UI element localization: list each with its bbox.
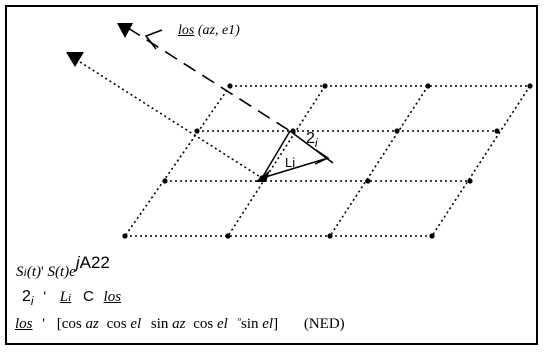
grid-col-2 [227, 85, 326, 237]
eq1-exp-2: 2 [90, 253, 101, 272]
delta-i-number: 2 [306, 130, 315, 147]
los-dashed-line [127, 27, 291, 132]
target-triangle-upper [117, 23, 133, 38]
eq2-l: Li [60, 289, 71, 305]
eq2-op: C [82, 288, 94, 305]
los-label-word: los [178, 23, 195, 38]
eq2-lhs: 2 [22, 288, 31, 305]
grid-col-3 [329, 85, 429, 237]
los-label-args: (az, e1) [194, 23, 240, 38]
eq2-los: los [103, 289, 122, 305]
eq3-body-3: sin [150, 316, 169, 332]
eq1-lhs-arg: (t) [26, 264, 42, 280]
equation-signal-model: Si(t)' S(t)ejA22 [16, 254, 110, 280]
grid-node [227, 83, 233, 89]
eq2-lhs-sub: i [30, 294, 34, 308]
grid-node [322, 83, 328, 89]
grid-node [225, 233, 231, 239]
grid-node [365, 178, 371, 184]
eq1-sep: ' [41, 264, 44, 280]
eq1-exp-j: j [75, 253, 80, 272]
li-label: Li [285, 155, 296, 170]
grid-dotted-lines [79, 61, 531, 237]
eq1-rhs-arg: (t) [54, 264, 70, 280]
eq1-lhs-fn: S [16, 264, 24, 280]
eq3-ned: (NED) [303, 316, 345, 332]
target-triangle-lower [66, 52, 84, 67]
eq3-sep: ' [42, 316, 45, 332]
los-label: los (az, e1) [178, 24, 240, 38]
grid-col-4 [431, 85, 531, 237]
eq3-az2: az [172, 316, 186, 332]
delta-i-subscript: i [314, 136, 318, 151]
projection-edge-right [289, 130, 334, 164]
eq3-close: ] [273, 316, 279, 332]
eq1-exponent: jA22 [76, 253, 110, 272]
eq2-l-letter: L [59, 289, 69, 305]
eq3-el3: el [262, 316, 274, 332]
projection-arrowhead [255, 170, 270, 182]
eq1-rhs-fn: S [47, 264, 55, 280]
grid-node [429, 233, 435, 239]
projection-edge-left [261, 130, 291, 179]
grid-node [527, 83, 533, 89]
grid-col-1 [124, 85, 231, 237]
grid-node [327, 233, 333, 239]
eq1-exp-tail: 2 [100, 253, 110, 272]
grid-node [467, 178, 473, 184]
grid-node [122, 233, 128, 239]
eq3-body-4: cos [193, 316, 214, 332]
equation-los-vector: los ' [cos az cos el sin az cos el ºsin … [15, 317, 345, 332]
eq3-los: los [15, 316, 33, 332]
los-dotted-line [79, 61, 263, 179]
eq3-body-1: [cos [56, 316, 82, 332]
equation-phase-difference: 2i ' Li C los [22, 288, 122, 308]
eq3-body-5: º [237, 316, 241, 328]
eq3-az1: az [85, 316, 99, 332]
figure-frame [5, 5, 538, 345]
eq3-body-2: cos [106, 316, 127, 332]
baseline-vector-li [261, 157, 329, 179]
grid-node [394, 128, 400, 134]
grid-node [494, 128, 500, 134]
grid-node [162, 178, 168, 184]
grid-node [194, 128, 200, 134]
eq1-rhs-e: e [69, 264, 76, 280]
eq2-l-sub: i [68, 292, 72, 304]
eq3-el1: el [130, 316, 142, 332]
grid-node [425, 83, 431, 89]
grid-nodes [122, 83, 533, 239]
eq1-lhs-sub: i [23, 265, 27, 279]
eq3-body-6: sin [241, 316, 259, 332]
los-arrowhead [144, 29, 163, 50]
eq2-sep: ' [43, 289, 47, 305]
eq3-el2: el [217, 316, 228, 332]
eq1-exp-a: A [79, 253, 91, 272]
delta-i-label: 2i [306, 130, 318, 151]
